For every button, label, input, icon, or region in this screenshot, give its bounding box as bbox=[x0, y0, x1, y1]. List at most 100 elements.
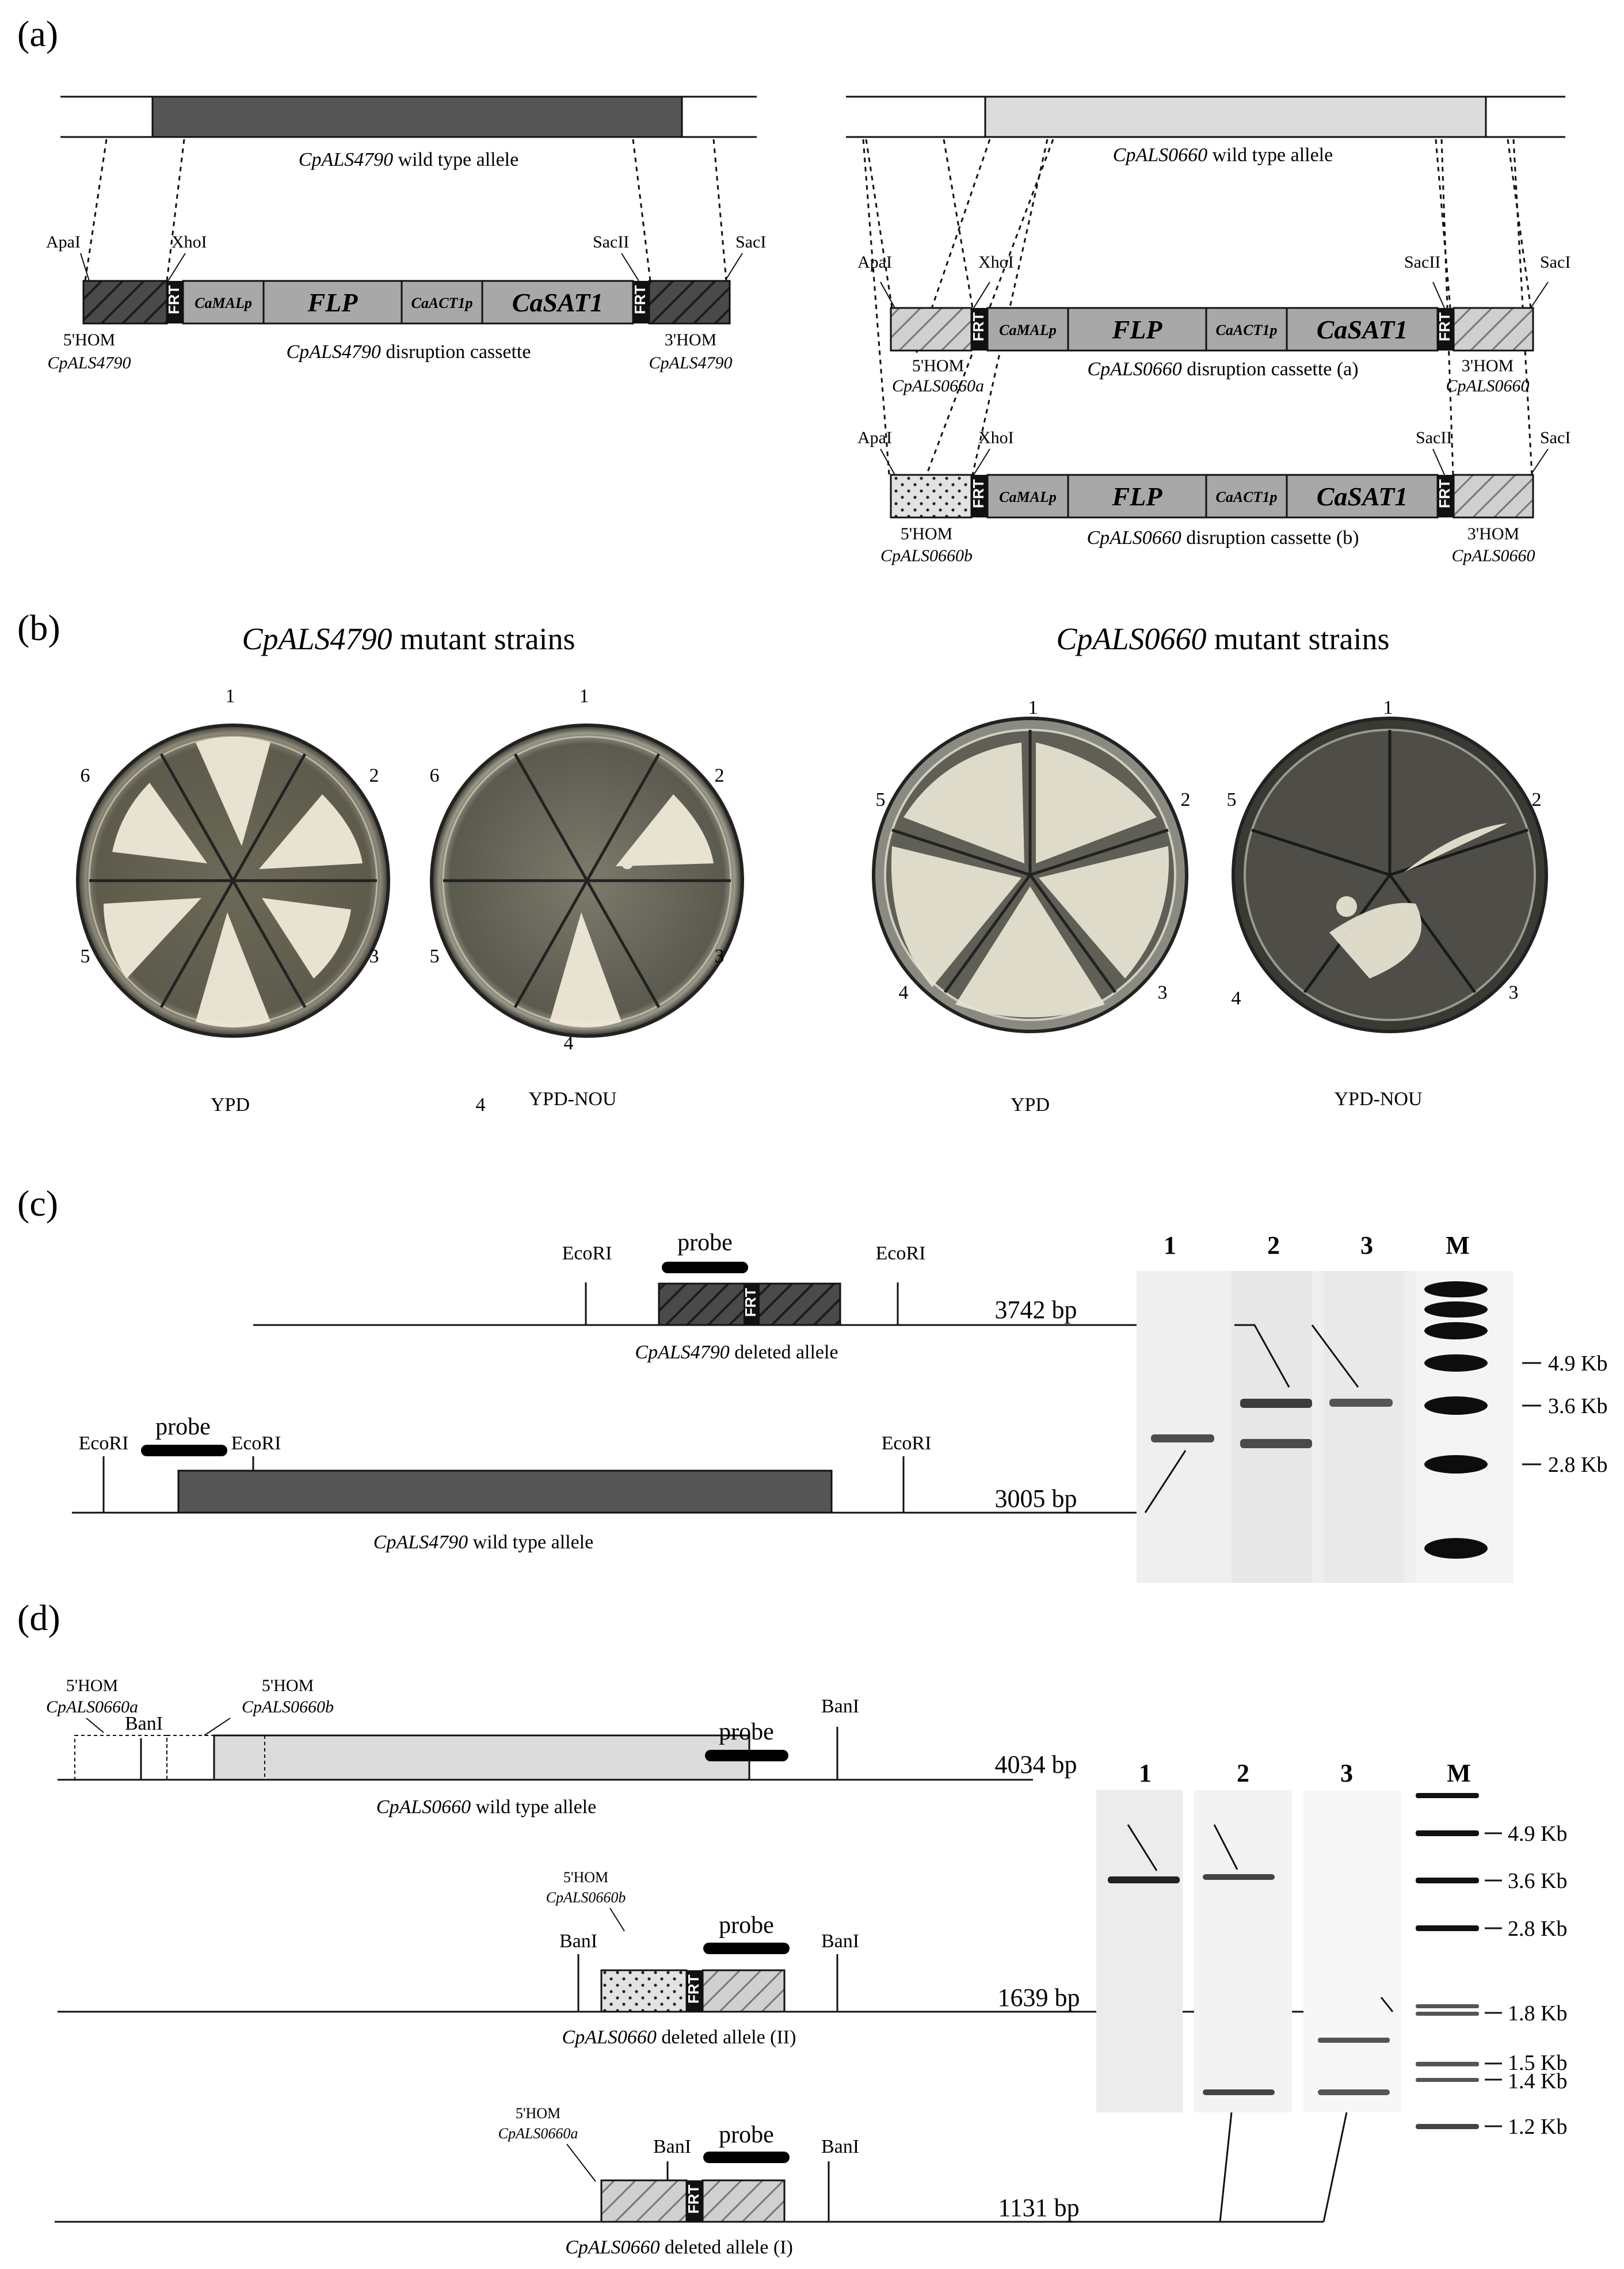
p3-num-3: 3 bbox=[1158, 982, 1168, 1003]
d-ii-probe-bar bbox=[703, 1943, 790, 1954]
c-lane-2: 2 bbox=[1267, 1231, 1280, 1259]
site-xhoi-b: XhoI bbox=[978, 428, 1014, 447]
a-right-cassette-b-label: CpALS0660 disruption cassette (b) bbox=[1087, 527, 1359, 549]
d-marker-12: 1.2 Kb bbox=[1508, 2115, 1567, 2139]
d-ii-probe-label: probe bbox=[719, 1912, 774, 1939]
d-hom5b-gene: CpALS0660b bbox=[242, 1697, 334, 1716]
panel-a-letter: (a) bbox=[17, 13, 58, 54]
c-del-probe-label: probe bbox=[677, 1229, 733, 1256]
d-wt-size: 4034 bp bbox=[995, 1750, 1077, 1779]
frt-label: FRT bbox=[165, 285, 182, 314]
d-connector-lines bbox=[1127, 1824, 1394, 2222]
panel-b-letter: (b) bbox=[17, 607, 60, 648]
frt-label-2: FRT bbox=[631, 285, 649, 314]
d-i-hom5-gene: CpALS0660a bbox=[498, 2125, 578, 2142]
c-marker-36: 3.6 Kb bbox=[1548, 1394, 1607, 1418]
caact1p-label: CaACT1p bbox=[411, 295, 473, 311]
c-frt: FRT bbox=[742, 1288, 759, 1317]
p3-num-5: 5 bbox=[876, 789, 886, 810]
c-wt-ecori-2: EcoRI bbox=[231, 1433, 281, 1454]
d-i-probe-bar bbox=[703, 2152, 790, 2163]
plate-ypdnou-4790 bbox=[430, 724, 744, 1038]
hom5-label: 5'HOM bbox=[63, 330, 115, 349]
d-deleted-allele-ii: 5'HOM CpALS0660b BanI BanI FRT probe 163… bbox=[58, 1869, 1398, 2048]
c-lane-3: 3 bbox=[1360, 1231, 1373, 1259]
c-wt-ecori-1: EcoRI bbox=[79, 1433, 129, 1454]
hom3-label-a: 3'HOM bbox=[1462, 356, 1514, 375]
site-sacii: SacII bbox=[593, 233, 629, 252]
camalp-label-b: CaMALp bbox=[999, 489, 1057, 505]
frt-box bbox=[167, 281, 183, 323]
camalp-label-a: CaMALp bbox=[999, 322, 1057, 338]
d-ii-size: 1639 bp bbox=[998, 1984, 1080, 2012]
d-i-bani-2: BanI bbox=[821, 2136, 859, 2157]
site-xhoi-a: XhoI bbox=[978, 253, 1014, 272]
d-wildtype-allele: 5'HOM CpALS0660a 5'HOM CpALS0660b BanI B… bbox=[46, 1676, 1077, 1818]
casat1-label-a: CaSAT1 bbox=[1317, 315, 1408, 344]
site-apai-b: ApaI bbox=[857, 428, 892, 447]
caact1p-label-b: CaACT1p bbox=[1216, 489, 1278, 505]
plate-ypd-4790 bbox=[76, 724, 390, 1038]
p2-num-2: 2 bbox=[715, 765, 725, 786]
stray-number: 4 bbox=[476, 1094, 486, 1116]
site-saci-a: SacI bbox=[1540, 253, 1570, 272]
p2-num-5: 5 bbox=[430, 946, 440, 967]
hom3-label: 3'HOM bbox=[665, 330, 716, 349]
c-wildtype-allele: EcoRI EcoRI EcoRI probe 3005 bp CpALS479… bbox=[72, 1414, 1145, 1553]
d-wt-probe-bar bbox=[705, 1750, 788, 1761]
d-marker-36: 3.6 Kb bbox=[1508, 1869, 1567, 1893]
c-del-size: 3742 bp bbox=[995, 1296, 1077, 1324]
als0660-gene-box bbox=[984, 96, 1487, 138]
hom5-gene-a: CpALS0660a bbox=[892, 376, 984, 395]
d-i-hom5: 5'HOM bbox=[516, 2105, 561, 2122]
b-right-title: CpALS0660 mutant strains bbox=[1056, 622, 1389, 656]
d-i-probe-label: probe bbox=[719, 2122, 774, 2148]
panel-c-letter: (c) bbox=[17, 1183, 58, 1224]
flp-label-b: FLP bbox=[1112, 482, 1163, 511]
p4-num-3: 3 bbox=[1509, 982, 1519, 1003]
c-del-ecori-1: EcoRI bbox=[562, 1243, 612, 1264]
c-wt-probe-label: probe bbox=[155, 1414, 211, 1440]
media-ypdnou-2: YPD-NOU bbox=[1335, 1088, 1423, 1110]
c-gel: 1 2 3 M 4.9 Kb 3.6 Kb 2.8 Kb bbox=[1137, 1231, 1607, 1583]
plate-ypdnou-0660 bbox=[1232, 717, 1548, 1033]
a-left-wt-label: CpALS4790 wild type allele bbox=[299, 149, 519, 170]
d-wt-bani-2: BanI bbox=[821, 1696, 859, 1717]
hom3-gene-b: CpALS0660 bbox=[1451, 546, 1535, 565]
site-saci-b: SacI bbox=[1540, 428, 1570, 447]
hom3-label-b: 3'HOM bbox=[1467, 524, 1519, 543]
flp-label-a: FLP bbox=[1112, 315, 1163, 344]
a-left-cassette-label: CpALS4790 disruption cassette bbox=[287, 341, 531, 363]
p4-num-4: 4 bbox=[1232, 988, 1241, 1009]
a-right-wt-label: CpALS0660 wild type allele bbox=[1113, 144, 1333, 166]
d-wt-bani-1: BanI bbox=[125, 1713, 163, 1734]
site-apai: ApaI bbox=[46, 233, 81, 252]
hom5-hatched bbox=[82, 280, 168, 325]
casat1-label-b: CaSAT1 bbox=[1317, 482, 1408, 511]
c-wt-probe-bar bbox=[141, 1445, 227, 1456]
d-marker-15: 1.5 Kb bbox=[1508, 2051, 1567, 2075]
media-ypdnou-1: YPD-NOU bbox=[529, 1088, 617, 1110]
d-marker-14: 1.4 Kb bbox=[1508, 2069, 1567, 2093]
d-deleted-allele-i: 5'HOM CpALS0660a BanI BanI FRT probe 113… bbox=[55, 2105, 1324, 2258]
frt-label-a1: FRT bbox=[970, 312, 987, 341]
hom3-gene: CpALS4790 bbox=[649, 353, 732, 372]
p2-num-1: 1 bbox=[580, 686, 589, 707]
c-marker-28: 2.8 Kb bbox=[1548, 1453, 1607, 1477]
plate-numbers: 1 2 3 5 6 1 2 3 4 5 6 1 2 3 4 5 1 2 3 4 … bbox=[81, 686, 1542, 1054]
a-right-cassette-a-label: CpALS0660 disruption cassette (a) bbox=[1087, 359, 1358, 380]
d-ii-frt: FRT bbox=[685, 1974, 702, 2004]
d-lane-3: 3 bbox=[1340, 1759, 1353, 1787]
d-hom5b: 5'HOM bbox=[262, 1676, 314, 1695]
p1-num-5: 5 bbox=[81, 946, 90, 967]
plate-ypd-0660 bbox=[872, 717, 1188, 1033]
hom5-label-a: 5'HOM bbox=[912, 356, 964, 375]
d-lane-m: M bbox=[1447, 1759, 1471, 1787]
a-left-wildtype: CpALS4790 wild type allele bbox=[60, 96, 757, 170]
a-right-wildtype: CpALS0660 wild type allele bbox=[846, 96, 1565, 166]
frt-label-b1: FRT bbox=[970, 479, 987, 508]
d-wt-label: CpALS0660 wild type allele bbox=[376, 1796, 596, 1818]
site-sacii-b: SacII bbox=[1416, 428, 1452, 447]
d-hom5a-gene: CpALS0660a bbox=[46, 1697, 138, 1716]
